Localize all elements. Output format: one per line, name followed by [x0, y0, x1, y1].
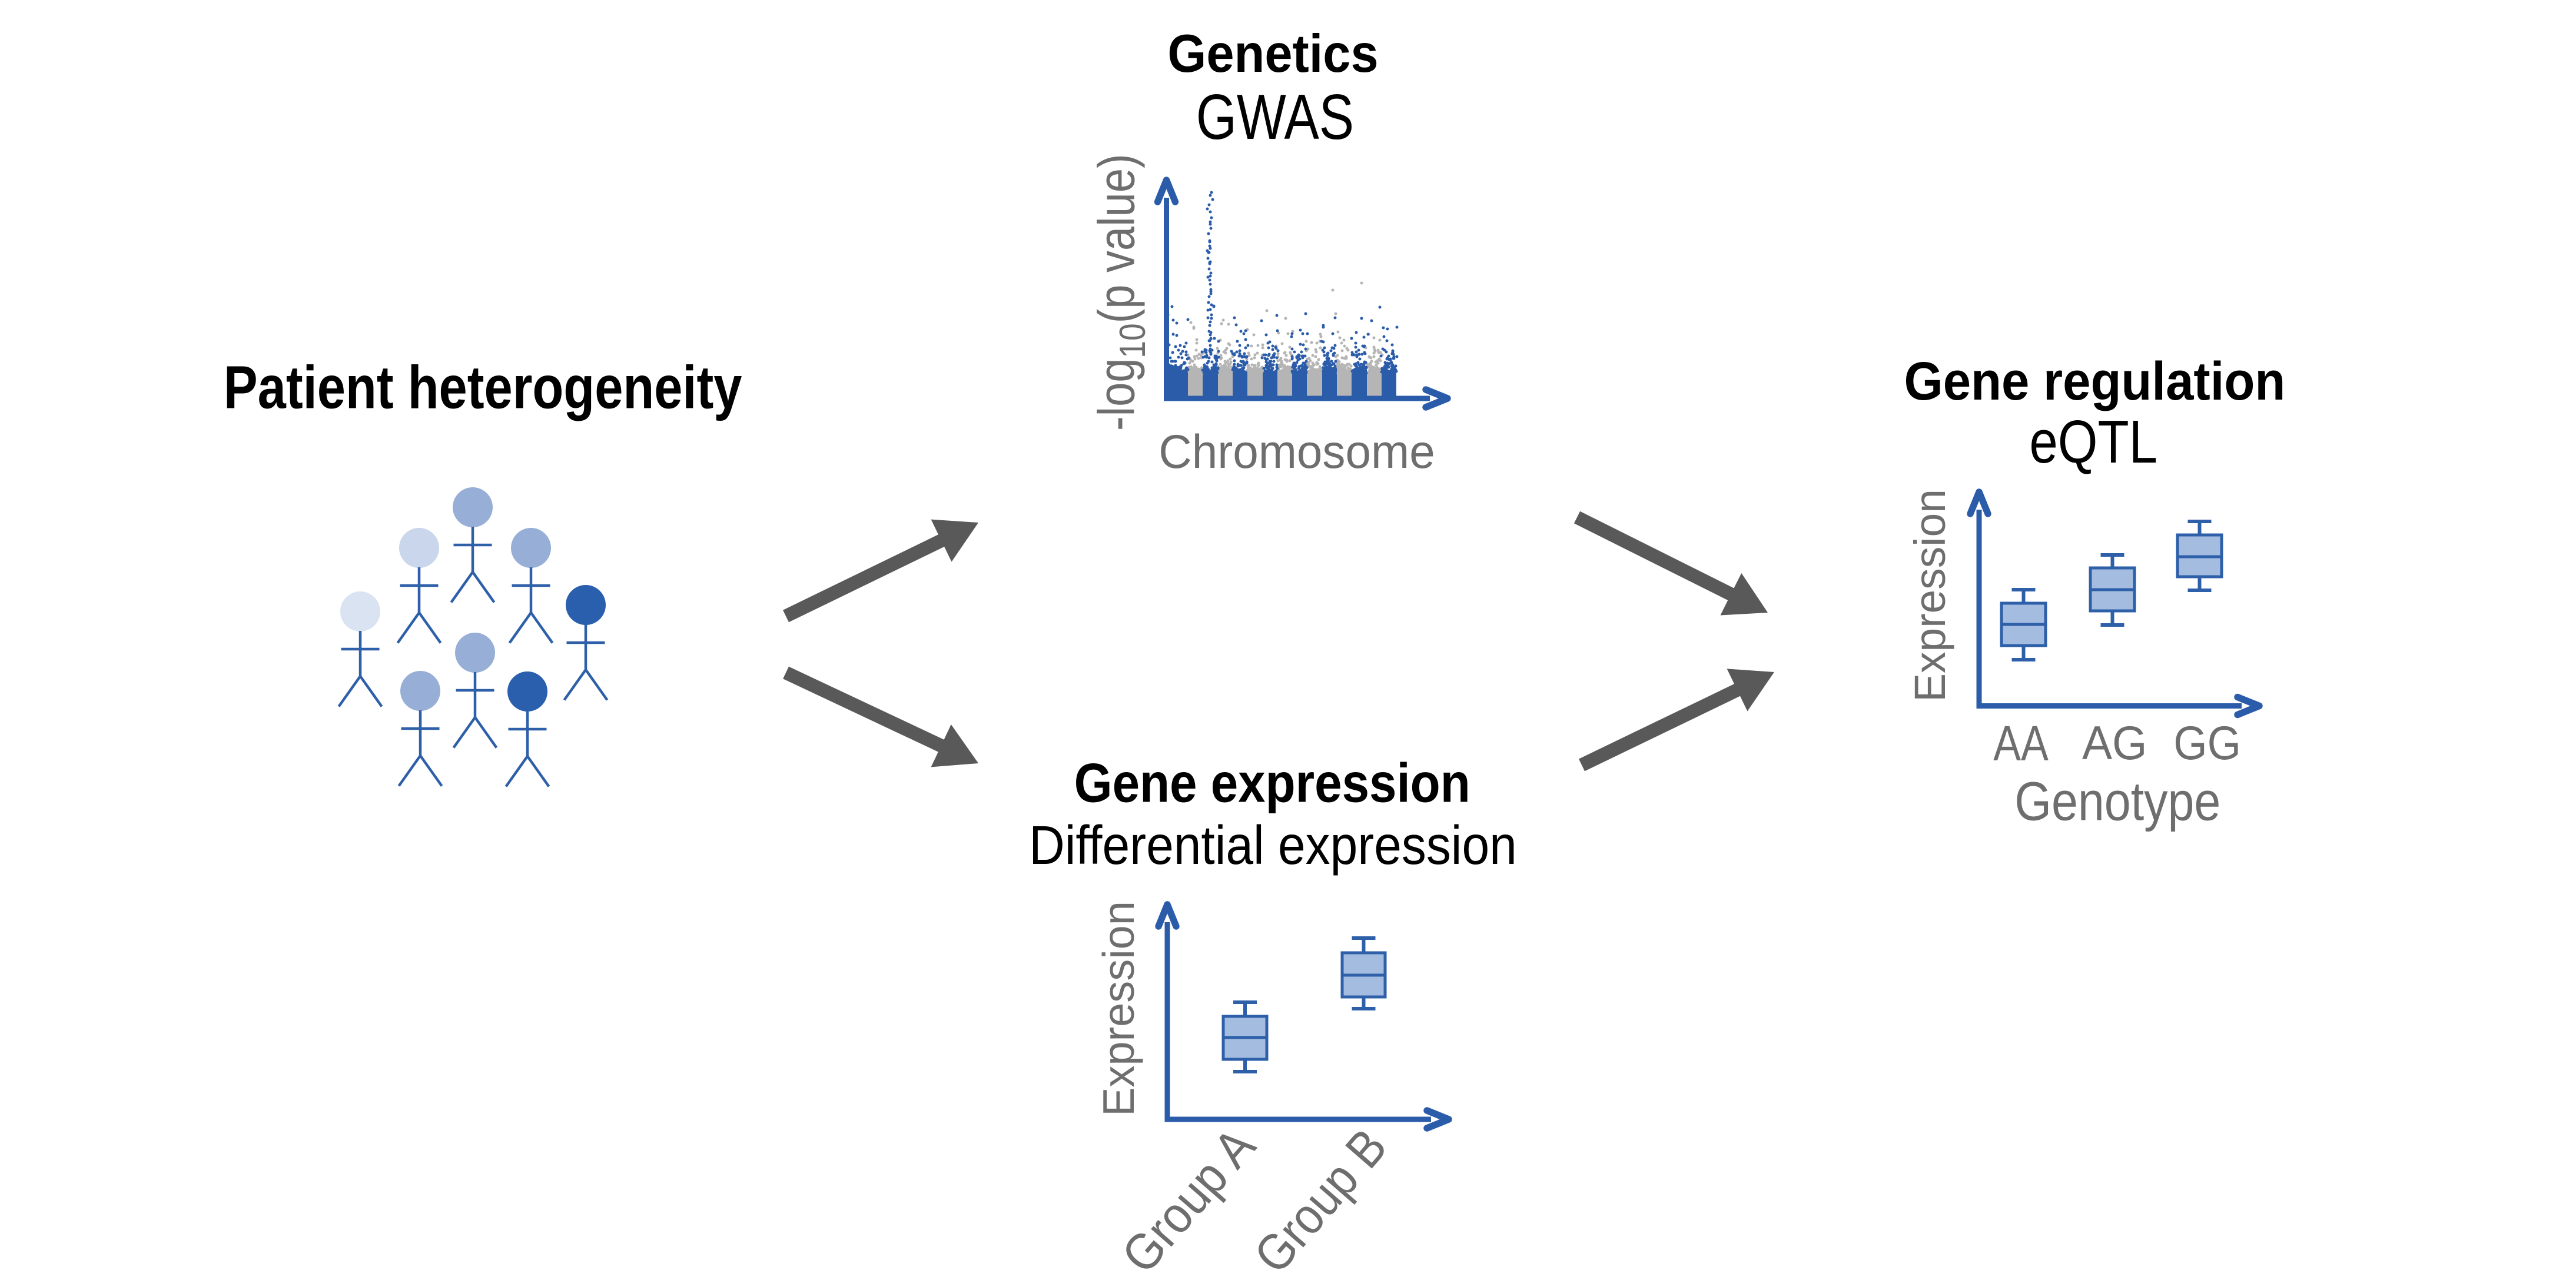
svg-text:(p value): (p value) — [1088, 154, 1146, 323]
svg-text:AG: AG — [2082, 716, 2147, 769]
svg-text:GG: GG — [2173, 717, 2241, 770]
svg-text:Expression: Expression — [1094, 901, 1144, 1116]
svg-text:Chromosome: Chromosome — [1158, 425, 1435, 478]
svg-text:Gene regulation: Gene regulation — [1904, 351, 2286, 411]
svg-text:Differential expression: Differential expression — [1029, 814, 1517, 876]
svg-text:Genotype: Genotype — [2014, 771, 2220, 832]
svg-text:-log: -log — [1088, 358, 1146, 431]
svg-text:Group A: Group A — [1111, 1117, 1266, 1280]
svg-text:AA: AA — [1993, 716, 2049, 771]
svg-text:Group B: Group B — [1243, 1118, 1398, 1280]
svg-text:eQTL: eQTL — [2029, 408, 2157, 476]
svg-text:Expression: Expression — [1906, 489, 1954, 702]
svg-text:10: 10 — [1112, 323, 1153, 358]
svg-text:Gene expression: Gene expression — [1074, 752, 1470, 814]
svg-text:Patient heterogeneity: Patient heterogeneity — [224, 354, 742, 421]
svg-text:GWAS: GWAS — [1196, 82, 1354, 153]
svg-text:Genetics: Genetics — [1167, 23, 1378, 83]
